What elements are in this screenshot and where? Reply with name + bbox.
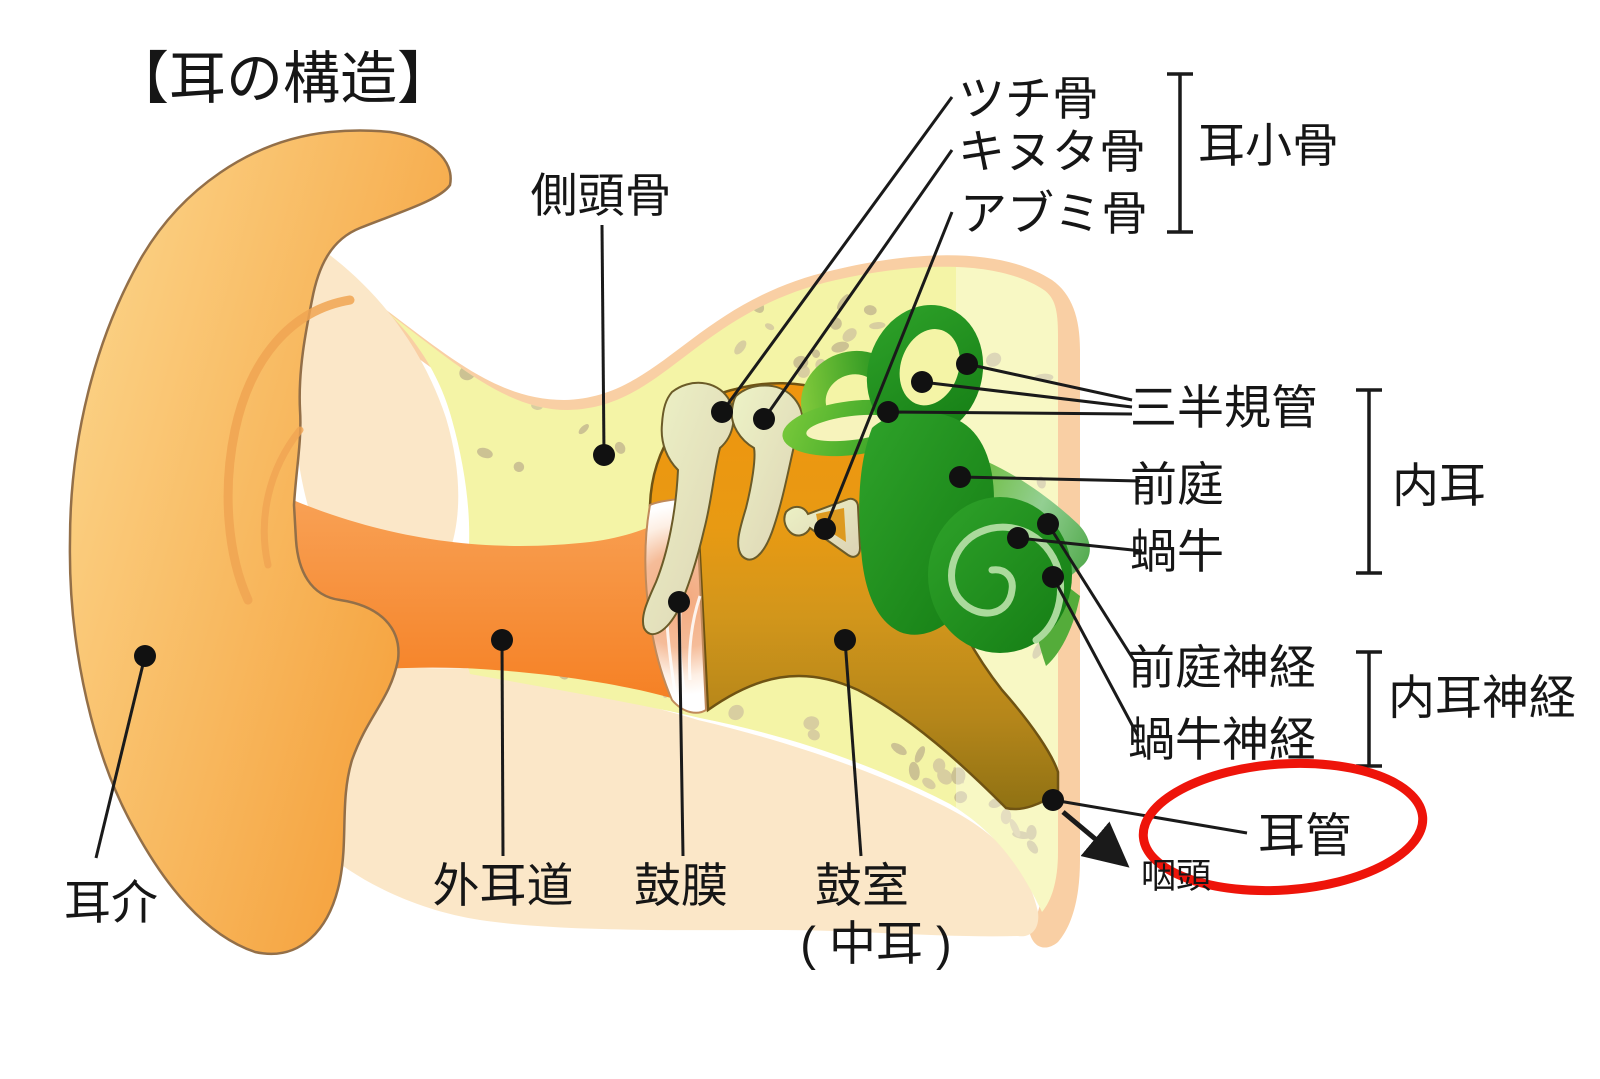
inner-ear-bracket	[1356, 388, 1382, 575]
label-incus: キヌタ骨	[958, 125, 1146, 178]
label-cochlear-nerve: 蝸牛神経	[1128, 713, 1316, 766]
label-inner-ear-nerve-group: 内耳神経	[1388, 671, 1576, 724]
label-inner-ear-group: 内耳	[1392, 459, 1486, 512]
label-ossicles-group: 耳小骨	[1198, 119, 1339, 172]
label-eardrum: 鼓膜	[634, 859, 728, 912]
label-malleus: ツチ骨	[958, 72, 1099, 125]
label-stapes: アブミ骨	[960, 187, 1148, 240]
label-temporal-bone: 側頭骨	[531, 169, 672, 222]
label-ear-canal: 外耳道	[433, 859, 574, 912]
auricle-shape	[68, 129, 452, 955]
label-auricle: 耳介	[64, 876, 158, 929]
label-vestibule: 前庭	[1130, 458, 1224, 511]
inner-ear-nerve-bracket	[1356, 650, 1382, 768]
ear-illustration	[68, 129, 1090, 955]
label-cochlea: 蝸牛	[1130, 525, 1224, 578]
group-brackets	[1167, 72, 1382, 768]
flesh-lower	[245, 652, 1039, 937]
pharynx-arrow	[1061, 810, 1130, 868]
leader-dots	[134, 353, 1064, 811]
highlight-circle	[1138, 758, 1428, 896]
label-vestibular-nerve: 前庭神経	[1128, 641, 1316, 694]
page-title: 【耳の構造】	[112, 47, 454, 111]
label-pharynx: 咽頭	[1141, 857, 1211, 896]
label-tympanic-cavity: 鼓室	[815, 859, 909, 912]
malleus-shape	[642, 381, 735, 636]
flesh-upper-wedge	[290, 232, 459, 581]
ossicles-bracket	[1167, 72, 1193, 234]
label-tympanic-cavity-sub: ( 中耳 )	[800, 917, 951, 970]
label-eustachian-tube: 耳管	[1258, 809, 1352, 862]
label-semicircular-canals: 三半規管	[1130, 381, 1318, 434]
